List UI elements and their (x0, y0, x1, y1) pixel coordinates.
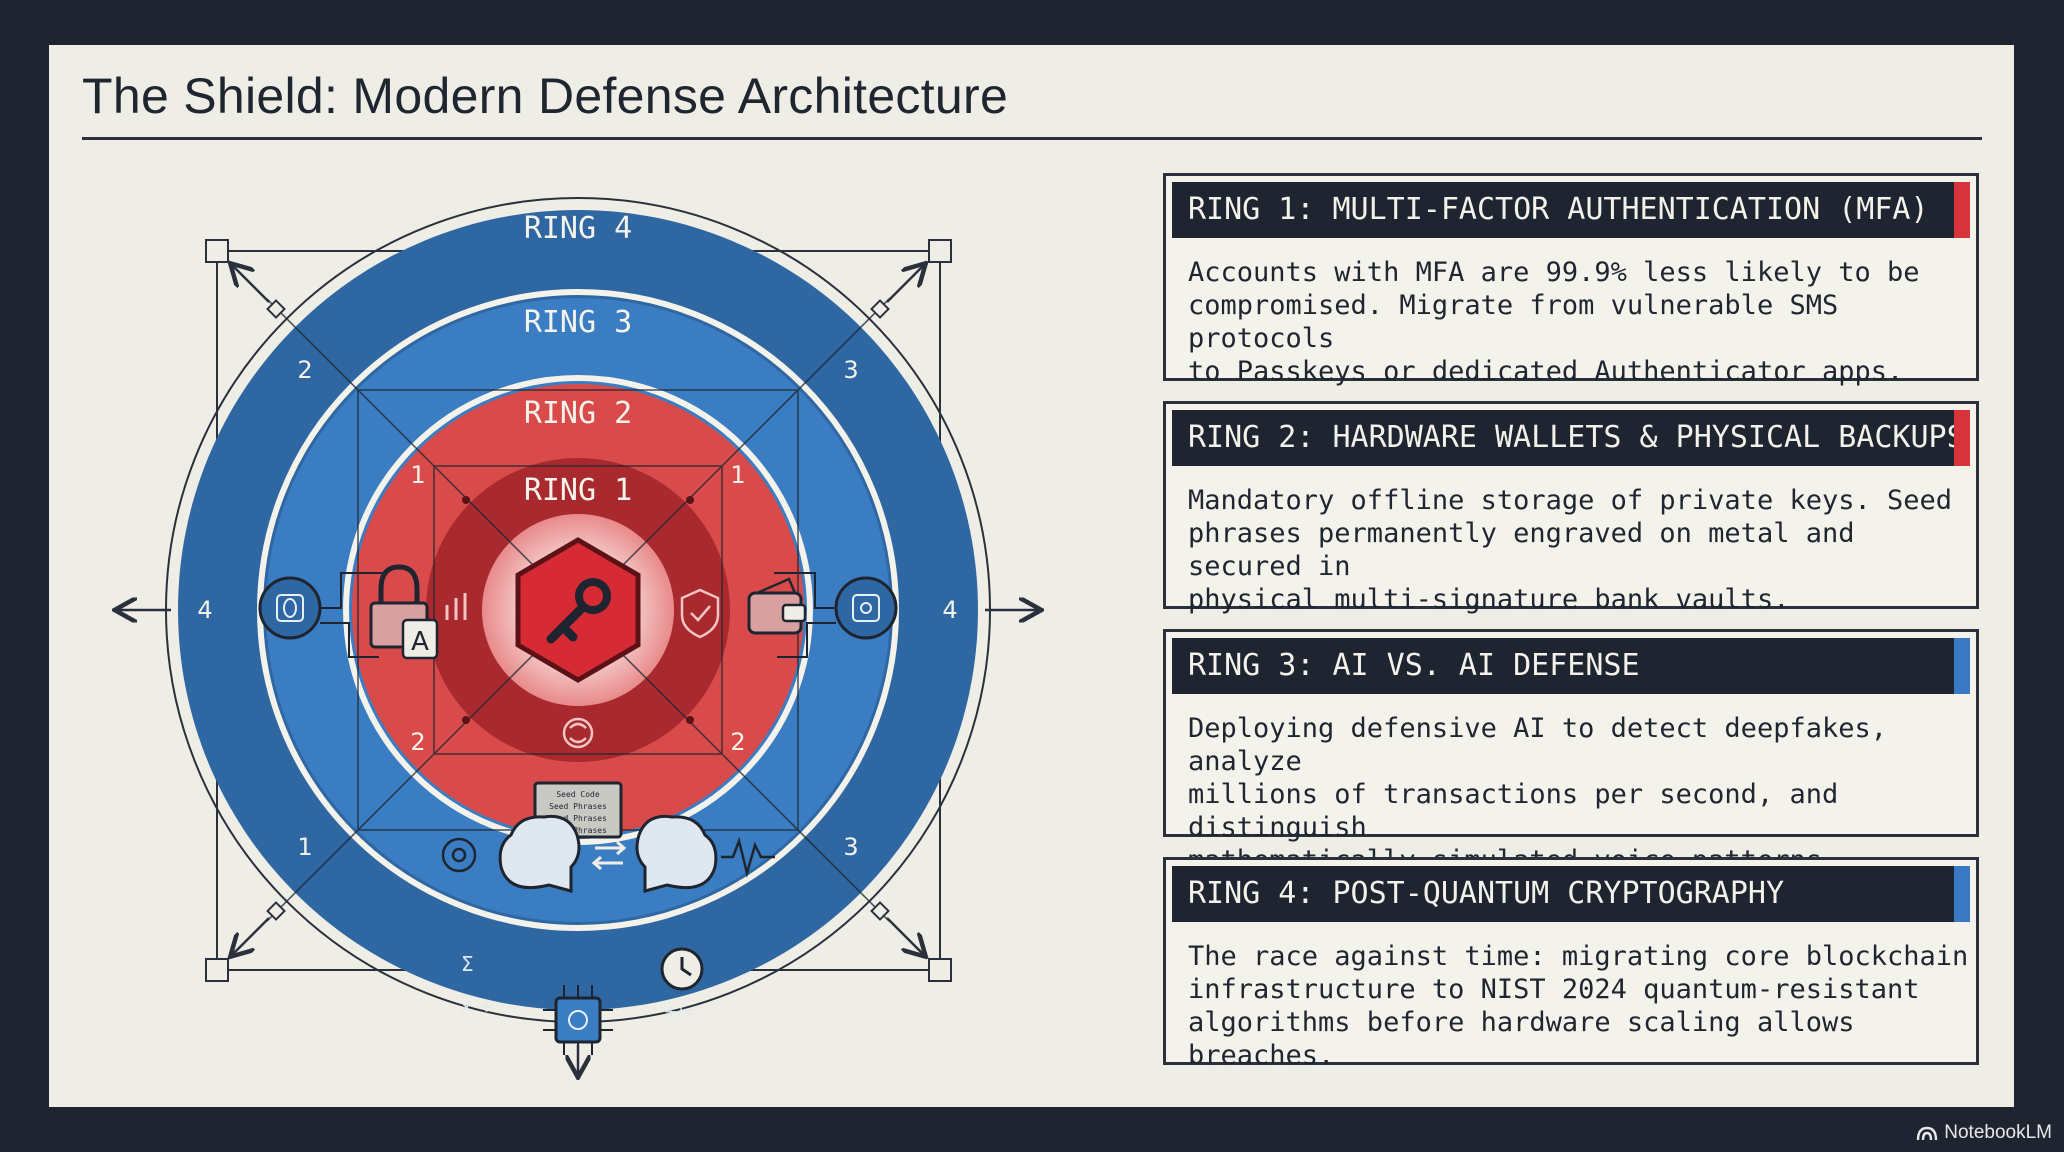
ring-1-description: Accounts with MFA are 99.9% less likely … (1188, 257, 1920, 387)
quadrant-number: 1 (297, 833, 312, 861)
ring-2-description: Mandatory offline storage of private key… (1188, 485, 1953, 615)
svg-text:+/=: +/= (664, 1002, 696, 1021)
ring-1-label: RING 1 (524, 473, 632, 508)
ring-4-description: The race against time: migrating core bl… (1188, 941, 1969, 1071)
quadrant-number: 1 (410, 461, 425, 489)
quadrant-number: 2 (410, 728, 425, 756)
math-symbols-icon: Σ × ÷ +/= (459, 952, 696, 1021)
refresh-coin-icon (562, 717, 594, 749)
ring-4-label: RING 4 (524, 211, 632, 246)
page-title: The Shield: Modern Defense Architecture (82, 68, 1009, 124)
brand-watermark: NotebookLM (1916, 1122, 2052, 1144)
quadrant-number: 2 (730, 728, 745, 756)
panel-heading-text: RING 4: POST-QUANTUM CRYPTOGRAPHY (1188, 876, 1785, 911)
svg-text:×: × (459, 997, 474, 1018)
accent-bar (1954, 866, 1970, 922)
quadrant-number: 4 (942, 596, 957, 624)
plate-line-1: Seed Code (556, 790, 600, 799)
svg-text:Σ: Σ (461, 952, 474, 976)
fingerprint-chip-icon (258, 576, 322, 640)
plate-line-4: Seed Phrases (549, 826, 607, 835)
bar-chart-icon (445, 593, 467, 620)
panel-heading-text: RING 2: HARDWARE WALLETS & PHYSICAL BACK… (1188, 420, 1965, 455)
brain-face-right-icon (635, 814, 718, 893)
title-divider (82, 137, 1982, 140)
panel-heading-text: RING 3: AI VS. AI DEFENSE (1188, 648, 1640, 683)
padlock-icon: A (369, 564, 439, 660)
ring-3-panel: RING 3: AI VS. AI DEFENSE Deploying defe… (1163, 629, 1979, 876)
frame-lines (205, 239, 952, 982)
accent-bar (1954, 638, 1970, 694)
quadrant-number: 3 (843, 833, 858, 861)
padlock-letter: A (411, 627, 429, 657)
ring-3-heading: RING 3: AI VS. AI DEFENSE (1172, 638, 1970, 694)
accent-bar (1954, 410, 1970, 466)
ring-1-heading: RING 1: MULTI-FACTOR AUTHENTICATION (MFA… (1172, 182, 1970, 238)
waveform-icon (721, 836, 775, 878)
clock-icon (660, 947, 704, 991)
ring-2-panel: RING 2: HARDWARE WALLETS & PHYSICAL BACK… (1163, 401, 1979, 615)
quadrant-number: 2 (297, 356, 312, 384)
quadrant-number: 4 (197, 596, 212, 624)
wallet-icon (747, 577, 807, 635)
plate-line-2: Seed Phrases (549, 802, 607, 811)
ring-2-heading: RING 2: HARDWARE WALLETS & PHYSICAL BACK… (1172, 410, 1970, 466)
brain-face-left-icon (498, 814, 581, 893)
key-icon (546, 578, 611, 644)
ring-2-label: RING 2 (524, 396, 632, 431)
svg-text:÷: ÷ (479, 997, 494, 1018)
brand-name: NotebookLM (1944, 1122, 2052, 1143)
defense-ring-diagram: A Seed Code Seed Phrases Seed Phrases Se… (49, 197, 2014, 1107)
outward-arrows (117, 265, 1039, 1075)
exchange-arrows-icon (591, 840, 627, 871)
ring-1-panel: RING 1: MULTI-FACTOR AUTHENTICATION (MFA… (1163, 173, 1979, 387)
gear-brain-icon (441, 837, 477, 873)
panel-heading-text: RING 1: MULTI-FACTOR AUTHENTICATION (MFA… (1188, 192, 1929, 227)
circuit-traces (320, 572, 836, 658)
ring-3-description: Deploying defensive AI to detect deepfak… (1188, 713, 1887, 876)
shield-check-icon (680, 588, 720, 639)
quadrant-number: 3 (843, 356, 858, 384)
ring-4-panel: RING 4: POST-QUANTUM CRYPTOGRAPHY The ra… (1163, 857, 1979, 1071)
slide: The Shield: Modern Defense Architecture (49, 45, 2014, 1107)
processor-chip-icon (543, 985, 613, 1055)
ai-chip-icon (834, 576, 898, 640)
ring-3-label: RING 3 (524, 305, 632, 340)
ring-4-heading: RING 4: POST-QUANTUM CRYPTOGRAPHY (1172, 866, 1970, 922)
quadrant-number: 1 (730, 461, 745, 489)
accent-bar (1954, 182, 1970, 238)
plate-line-3: Seed Phrases (549, 814, 607, 823)
notebooklm-logo-icon (1917, 1126, 1938, 1141)
